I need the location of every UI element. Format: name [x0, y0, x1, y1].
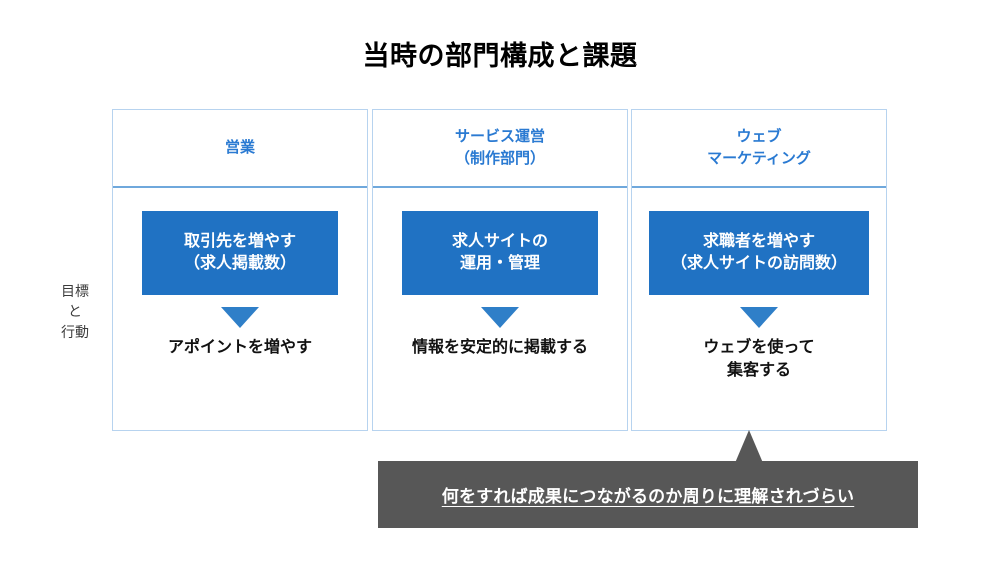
page-title: 当時の部門構成と課題 — [362, 41, 638, 71]
goal-box-label: 取引先を増やす （求人掲載数） — [183, 232, 296, 272]
department-column-web-marketing: ウェブ マーケティング 求職者を増やす （求人サイトの訪問数） ウェブを使って … — [631, 109, 887, 431]
goal-box-service-operations: 求人サイトの 運用・管理 — [402, 211, 598, 295]
column-header-label: ウェブ マーケティング — [707, 128, 811, 167]
department-column-service-operations: サービス運営 （制作部門） 求人サイトの 運用・管理 情報を安定的に掲載する — [372, 109, 628, 431]
callout-label: 何をすれば成果につながるのか周りに理解されづらい — [441, 487, 855, 506]
down-arrow-icon — [740, 307, 778, 328]
column-header-label: サービス運営 （制作部門） — [454, 128, 545, 167]
down-arrow-icon — [221, 307, 259, 328]
column-header-sales: 営業 — [113, 110, 367, 188]
goal-box-sales: 取引先を増やす （求人掲載数） — [142, 211, 338, 295]
goal-box-web-marketing: 求職者を増やす （求人サイトの訪問数） — [649, 211, 869, 295]
callout-box: 何をすれば成果につながるのか周りに理解されづらい — [378, 461, 918, 528]
row-axis-label-line-3: 行動 — [61, 323, 89, 340]
column-body-web-marketing: 求職者を増やす （求人サイトの訪問数） ウェブを使って 集客する — [632, 188, 886, 430]
column-body-service-operations: 求人サイトの 運用・管理 情報を安定的に掲載する — [373, 188, 627, 430]
department-column-sales: 営業 取引先を増やす （求人掲載数） アポイントを増やす — [112, 109, 368, 431]
action-text-service-operations: 情報を安定的に掲載する — [411, 339, 588, 356]
action-text-sales: アポイントを増やす — [167, 339, 312, 356]
column-header-web-marketing: ウェブ マーケティング — [632, 110, 886, 188]
action-text-web-marketing: ウェブを使って 集客する — [703, 339, 815, 380]
callout-pointer-icon — [735, 430, 763, 463]
goal-box-label: 求職者を増やす （求人サイトの訪問数） — [670, 232, 847, 272]
column-header-label: 営業 — [224, 139, 255, 157]
department-columns: 営業 取引先を増やす （求人掲載数） アポイントを増やす サービス運営 （制作部… — [112, 109, 888, 433]
down-arrow-icon — [481, 307, 519, 328]
row-axis-label-line-2: と — [68, 303, 82, 320]
row-axis-label-line-1: 目標 — [61, 283, 89, 299]
goal-box-label: 求人サイトの 運用・管理 — [451, 232, 548, 272]
row-axis-label: 目標 と 行動 — [38, 281, 112, 342]
column-header-service-operations: サービス運営 （制作部門） — [373, 110, 627, 188]
column-body-sales: 取引先を増やす （求人掲載数） アポイントを増やす — [113, 188, 367, 430]
